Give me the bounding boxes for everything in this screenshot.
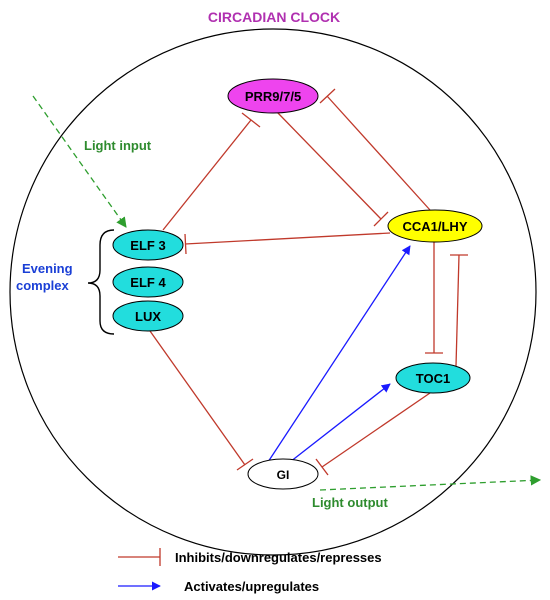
node-elf4: ELF 4	[112, 266, 184, 298]
edge-toc1-inhibits-cca	[450, 254, 468, 367]
edge-gi-activates-toc1	[289, 383, 391, 463]
edge-lux-inhibits-gi	[149, 330, 254, 471]
light-output-label: Light output	[312, 495, 388, 510]
node-prr-label: PRR9/7/5	[245, 89, 301, 104]
edge-toc1-inhibits-gi	[315, 392, 431, 476]
edge-elf3-inhibits-prr	[162, 112, 261, 231]
evening-complex-label-line1: Evening	[22, 261, 73, 276]
light-input-arrow	[32, 95, 127, 228]
diagram-title: CIRCADIAN CLOCK	[208, 9, 340, 25]
evening-complex-label-line2: complex	[16, 278, 70, 293]
node-elf4-label: ELF 4	[130, 275, 166, 290]
edge-gi-activates-cca	[267, 245, 411, 463]
legend-activate-label: Activates/upregulates	[184, 579, 319, 594]
node-elf3-label: ELF 3	[130, 238, 165, 253]
activate-edges	[267, 245, 411, 463]
edge-cca-inhibits-elf3	[184, 232, 391, 255]
node-gi-label: GI	[277, 468, 290, 482]
node-toc1: TOC1	[395, 362, 471, 394]
light-output-arrow	[319, 475, 542, 491]
edge-prr-inhibits-cca	[276, 111, 389, 227]
clock-boundary-circle	[9, 28, 537, 556]
inhibit-edges	[149, 88, 468, 476]
light-input-label: Light input	[84, 138, 152, 153]
node-lux-label: LUX	[135, 309, 161, 324]
node-cca: CCA1/LHY	[387, 209, 483, 243]
node-elf3: ELF 3	[112, 229, 184, 261]
evening-complex-brace	[87, 229, 115, 335]
legend-inhibit-symbol	[118, 548, 161, 566]
legend-inhibit-label: Inhibits/downregulates/represses	[175, 550, 382, 565]
node-prr: PRR9/7/5	[227, 78, 319, 114]
edge-cca-inhibits-prr	[319, 88, 431, 211]
node-gi: GI	[247, 458, 319, 490]
node-toc1-label: TOC1	[416, 371, 450, 386]
node-lux: LUX	[112, 300, 184, 332]
node-cca-label: CCA1/LHY	[402, 219, 467, 234]
legend: Inhibits/downregulates/represses Activat…	[118, 548, 382, 594]
edge-cca-inhibits-toc1	[425, 242, 443, 354]
